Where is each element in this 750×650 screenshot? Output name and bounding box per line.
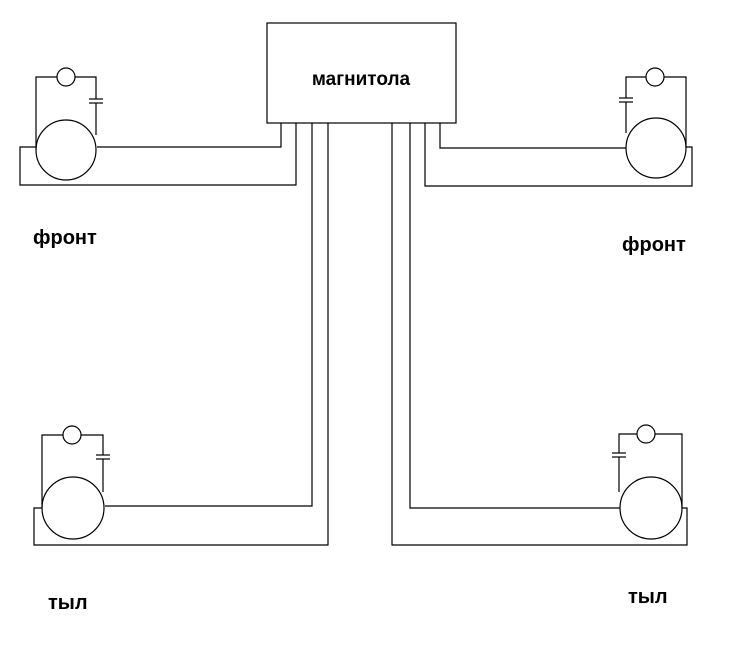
tweeter-wire [75, 76, 97, 99]
speaker-cone-icon [625, 117, 687, 179]
head-unit-label: магнитола [312, 69, 411, 90]
tweeter-icon [62, 425, 82, 445]
speaker-cone-icon [35, 119, 97, 181]
tweeter-wire [618, 433, 637, 453]
tweeter-icon [645, 67, 665, 87]
tweeter-wire [655, 433, 683, 508]
tweeter-wire [625, 76, 646, 98]
wires [19, 123, 693, 546]
label-front-left: фронт [33, 227, 97, 249]
speaker-rear-left [41, 425, 110, 540]
wire-front-left-inner [97, 123, 282, 148]
tweeter-wire [81, 434, 104, 455]
wire-rear-right-outer [391, 123, 688, 546]
speaker-rear-right [612, 424, 683, 540]
tweeter-icon [56, 67, 76, 87]
speaker-cone-icon [619, 476, 683, 540]
label-rear-left: тыл [48, 592, 88, 614]
wire-rear-left-inner [105, 123, 313, 507]
wire-rear-right-inner [409, 123, 620, 509]
tweeter-wire [664, 76, 687, 148]
wire-front-right-outer [424, 123, 693, 187]
label-rear-right: тыл [628, 586, 668, 608]
head-unit: магнитола [266, 22, 457, 124]
tweeter-icon [636, 424, 656, 444]
tweeter-wire [35, 76, 57, 150]
label-front-right: фронт [622, 234, 686, 256]
head-unit-box [266, 22, 457, 124]
wire-front-right-inner [439, 123, 626, 149]
speaker-front-right [619, 67, 687, 179]
wire-front-left-outer [19, 123, 297, 186]
wire-rear-left-outer [33, 123, 329, 546]
tweeter-wire [41, 434, 63, 508]
speaker-front-left [35, 67, 103, 181]
speaker-cone-icon [41, 476, 105, 540]
